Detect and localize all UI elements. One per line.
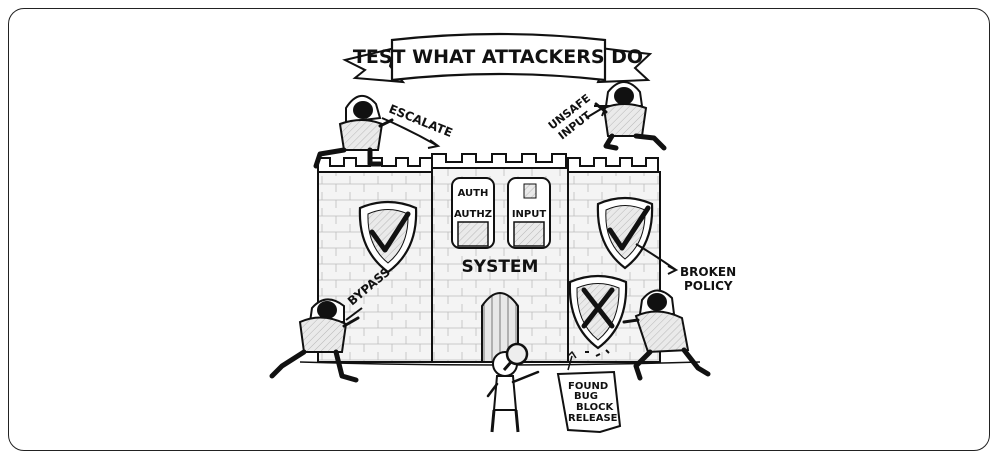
- note-line3: BLOCK: [576, 402, 614, 413]
- shield-check-icon-right: [596, 196, 654, 270]
- banner: TEST WHAT ATTACKERS DO: [342, 32, 653, 84]
- window-auth-left: AUTH AUTHZ: [451, 177, 495, 249]
- note-line4: RELEASE: [568, 413, 618, 424]
- shield-x-icon: [568, 274, 628, 357]
- found-bug-note: FOUND BUG BLOCK RELEASE: [556, 350, 622, 434]
- shield-check-icon-left: [358, 200, 418, 274]
- window-auth-label: AUTH: [458, 188, 489, 199]
- window-authz-label: AUTHZ: [454, 209, 492, 220]
- escalate-label: ESCALATE: [387, 102, 455, 140]
- hooded-attacker-icon-escalate: [313, 95, 394, 169]
- escalate-arrowhead: [427, 139, 441, 149]
- hooded-attacker-icon-unsafe-input: [594, 81, 667, 151]
- system-label: SYSTEM: [462, 257, 539, 277]
- broken-policy-arrowhead: [667, 265, 679, 275]
- banner-text: TEST WHAT ATTACKERS DO: [353, 46, 643, 68]
- bypass-arrow: [345, 307, 363, 321]
- hooded-attacker-icon-bypass: [269, 298, 360, 383]
- broken-label-line1: BROKEN: [680, 265, 736, 279]
- magnifier-icon: [502, 342, 529, 371]
- hooded-attacker-icon-broken-policy: [622, 289, 711, 381]
- unsafe-arrow: [585, 105, 607, 119]
- unsafe-arrowhead: [594, 105, 608, 117]
- window-input-right: INPUT: [507, 177, 551, 249]
- castle-gate: [481, 292, 519, 363]
- window-input-label: INPUT: [512, 209, 547, 220]
- note-line1: FOUND: [568, 381, 608, 392]
- note-line2: BUG: [574, 391, 598, 402]
- broken-label-line2: POLICY: [684, 279, 733, 293]
